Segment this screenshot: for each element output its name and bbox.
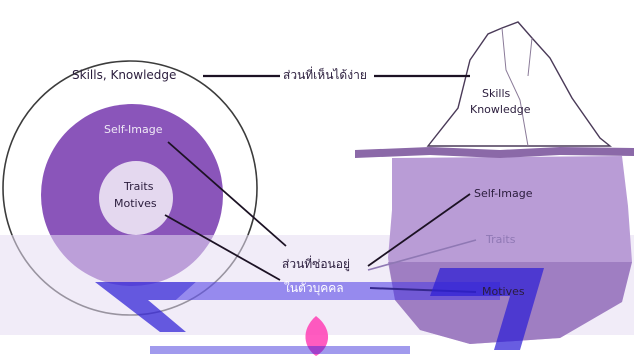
iceberg-label-knowledge: Knowledge: [470, 104, 530, 115]
circle-label-self-image: Self-Image: [104, 124, 163, 135]
circle-label-traits: Traits: [124, 181, 153, 192]
iceberg-tip: [428, 22, 610, 146]
iceberg-label-motives: Motives: [482, 286, 525, 297]
middle-label-visible: ส่วนที่เห็นได้ง่าย: [283, 69, 367, 81]
middle-label-hidden-top: ส่วนที่ซ่อนอยู่: [282, 258, 350, 270]
middle-label-hidden-bottom: ในตัวบุคคล: [284, 282, 344, 294]
iceberg-label-skills: Skills: [482, 88, 510, 99]
watermark-bottom-bar: [150, 346, 410, 354]
iceberg-label-self-image: Self-Image: [474, 188, 533, 199]
iceberg-label-traits: Traits: [486, 234, 515, 245]
circle-label-motives: Motives: [114, 198, 157, 209]
circle-label-skills-knowledge: Skills, Knowledge: [72, 69, 176, 81]
